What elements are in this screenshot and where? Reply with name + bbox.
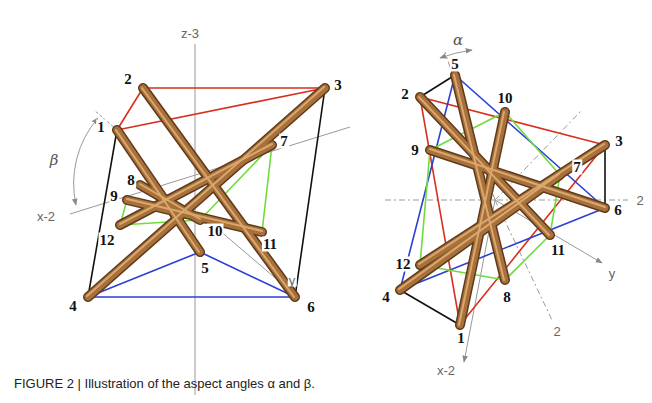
axis-label: z-3 bbox=[180, 27, 200, 40]
axis-label: 2 bbox=[552, 325, 561, 338]
callout-number: 9 bbox=[109, 189, 119, 204]
callout-number: 4 bbox=[68, 299, 78, 314]
callout-number: 2 bbox=[400, 87, 410, 102]
strings-left bbox=[88, 88, 325, 297]
callout-number: 8 bbox=[126, 173, 136, 188]
figure-caption: FIGURE 2 | Illustration of the aspect an… bbox=[14, 376, 315, 391]
callout-number: 2 bbox=[123, 72, 133, 87]
callout-number: 10 bbox=[207, 224, 224, 239]
rod-bodies bbox=[88, 75, 605, 325]
axes-right bbox=[385, 50, 628, 362]
angle-label: α bbox=[452, 33, 464, 48]
axes-left bbox=[70, 44, 350, 395]
callout-number: 7 bbox=[279, 134, 289, 149]
black-string bbox=[604, 145, 606, 208]
angle-label: β bbox=[49, 153, 60, 168]
callout-number: 11 bbox=[262, 237, 278, 252]
callout-number: 7 bbox=[572, 160, 582, 175]
callout-number: 3 bbox=[614, 134, 624, 149]
axis-label: x-2 bbox=[436, 364, 456, 377]
callout-number: 4 bbox=[381, 290, 391, 305]
callout-number: 8 bbox=[502, 290, 512, 305]
callout-number: 12 bbox=[395, 257, 412, 272]
blue-string bbox=[400, 75, 605, 290]
callout-number: 6 bbox=[306, 300, 316, 315]
callout-number: 11 bbox=[550, 243, 566, 258]
axis-label: 2 bbox=[635, 194, 644, 207]
callout-number: 10 bbox=[497, 91, 514, 106]
callout-number: 5 bbox=[200, 261, 210, 276]
black-string bbox=[295, 88, 325, 297]
callout-number: 9 bbox=[410, 143, 420, 158]
callout-number: 12 bbox=[99, 233, 116, 248]
rod-highlights bbox=[87, 75, 605, 325]
callout-number: 3 bbox=[333, 78, 343, 93]
callout-number: 1 bbox=[456, 331, 466, 346]
rod-outlines bbox=[88, 75, 605, 325]
axis-label: y bbox=[608, 267, 617, 280]
axis-label: y bbox=[288, 274, 297, 287]
callout-number: 6 bbox=[613, 203, 623, 218]
axis-label: x-2 bbox=[36, 210, 56, 223]
callout-number: 5 bbox=[450, 57, 460, 72]
black-string bbox=[400, 290, 460, 325]
callout-number: 1 bbox=[96, 120, 106, 135]
black-string bbox=[420, 75, 455, 97]
rods bbox=[87, 75, 605, 325]
beta-arc bbox=[74, 118, 98, 205]
strings-right bbox=[400, 75, 605, 325]
